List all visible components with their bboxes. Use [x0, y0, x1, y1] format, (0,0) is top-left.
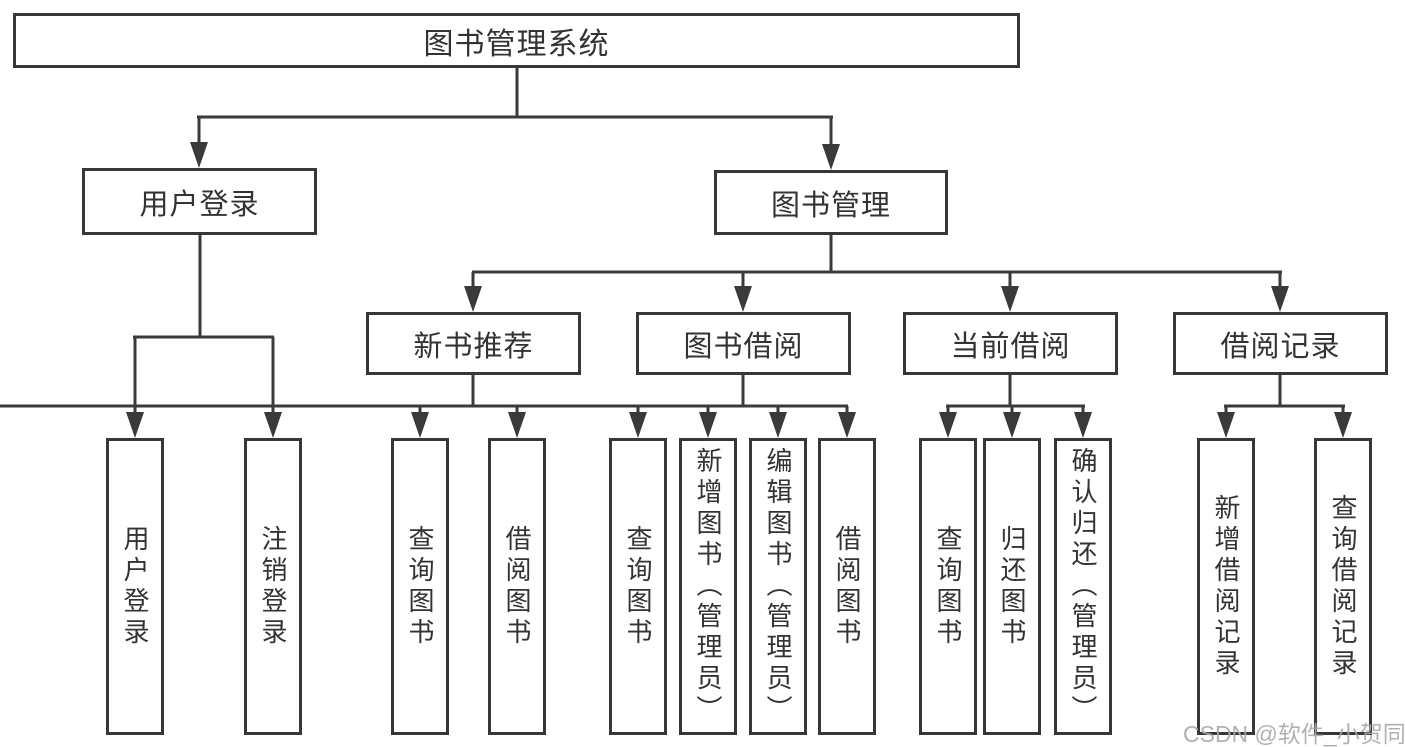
node-label: 图书管理系统 [423, 27, 610, 61]
node-label: 用户登录 [139, 188, 260, 221]
node-book-borrowing: 图书借阅 [636, 312, 851, 375]
node-label: 借阅记录 [1220, 330, 1341, 363]
node-label: 当前借阅 [950, 330, 1071, 363]
leaf-edit-book-admin: 编辑图书（管理员） [749, 438, 807, 735]
node-book-management: 图书管理 [714, 170, 948, 235]
node-label: 归还图书 [997, 524, 1027, 649]
node-label: 查询图书 [405, 524, 435, 649]
leaf-borrow-books-borrowing: 借阅图书 [818, 438, 876, 735]
leaf-borrow-books-recommend: 借阅图书 [488, 438, 546, 735]
leaf-user-login: 用户登录 [106, 438, 164, 735]
node-new-book-recommend: 新书推荐 [366, 312, 581, 375]
node-label: 查询图书 [933, 524, 963, 649]
leaf-add-borrow-record: 新增借阅记录 [1197, 438, 1255, 735]
node-label: 图书借阅 [683, 330, 804, 363]
node-label: 编辑图书（管理员） [763, 447, 793, 726]
leaf-return-books: 归还图书 [983, 438, 1041, 735]
node-label: 新增图书（管理员） [693, 447, 723, 726]
csdn-watermark: CSDN @软件_小贺同学 [1183, 721, 1405, 747]
node-label: 查询借阅记录 [1328, 493, 1358, 680]
leaf-logout: 注销登录 [244, 438, 302, 735]
leaf-query-borrow-record: 查询借阅记录 [1314, 438, 1372, 735]
leaf-query-books-recommend: 查询图书 [391, 438, 449, 735]
node-library-management-system: 图书管理系统 [13, 13, 1020, 68]
node-borrowing-records: 借阅记录 [1173, 312, 1388, 375]
node-label: 用户登录 [120, 524, 150, 649]
node-label: 确认归还（管理员） [1068, 447, 1098, 726]
leaf-add-book-admin: 新增图书（管理员） [679, 438, 737, 735]
node-label: 注销登录 [258, 524, 288, 649]
node-label: 图书管理 [770, 189, 891, 222]
node-label: 借阅图书 [502, 524, 532, 649]
node-user-login: 用户登录 [82, 168, 317, 235]
node-label: 查询图书 [623, 524, 653, 649]
leaf-confirm-return-admin: 确认归还（管理员） [1054, 438, 1112, 735]
leaf-query-books-borrowing: 查询图书 [609, 438, 667, 735]
node-label: 借阅图书 [832, 524, 862, 649]
node-label: 新增借阅记录 [1211, 493, 1241, 680]
node-label: 新书推荐 [413, 330, 534, 363]
leaf-query-books-current: 查询图书 [919, 438, 977, 735]
node-current-borrowing: 当前借阅 [903, 312, 1118, 375]
